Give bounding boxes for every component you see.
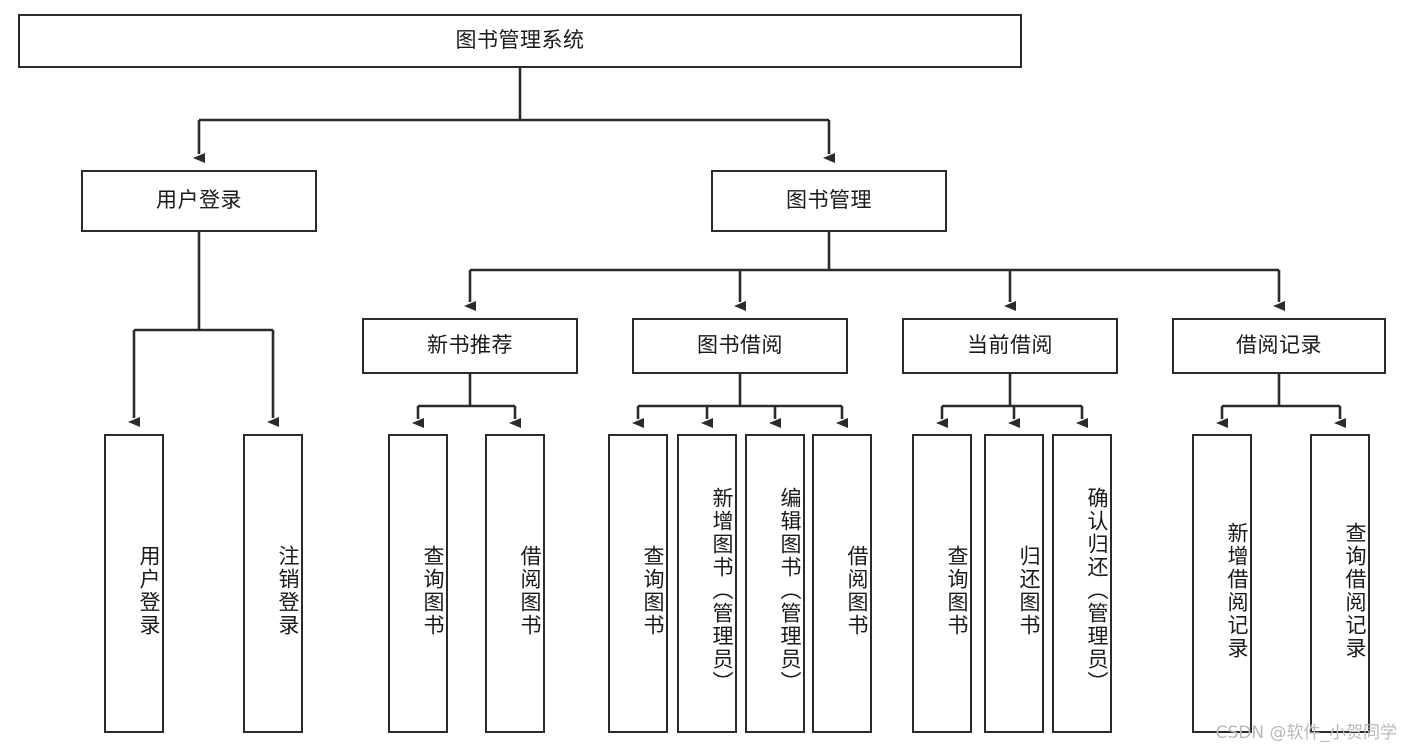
node-borrow-record-label: 借阅记录 bbox=[1236, 333, 1322, 358]
node-new-book-rec-label: 新书推荐 bbox=[427, 333, 513, 358]
node-current-borrow-label: 当前借阅 bbox=[967, 333, 1053, 358]
node-br-add-record[interactable]: 新增借阅记录 bbox=[1192, 434, 1252, 733]
node-bb-borrow-book[interactable]: 借阅图书 bbox=[812, 434, 872, 733]
node-br-query-record[interactable]: 查询借阅记录 bbox=[1310, 434, 1370, 733]
node-bb-query-book-label: 查询图书 bbox=[641, 544, 665, 637]
node-bb-add-book[interactable]: 新增图书（管理员） bbox=[677, 434, 737, 733]
node-user-logout-leaf-label: 注销登录 bbox=[276, 544, 300, 637]
node-bb-add-book-label: 新增图书（管理员） bbox=[710, 487, 734, 694]
node-user-login-label: 用户登录 bbox=[156, 188, 242, 213]
node-bb-edit-book-label: 编辑图书（管理员） bbox=[778, 487, 802, 694]
node-current-borrow[interactable]: 当前借阅 bbox=[902, 318, 1118, 374]
node-cb-return-book[interactable]: 归还图书 bbox=[984, 434, 1044, 733]
node-rec-query-book-label: 查询图书 bbox=[421, 544, 445, 637]
node-user-login-leaf-label: 用户登录 bbox=[137, 544, 161, 637]
node-rec-borrow-book-label: 借阅图书 bbox=[518, 544, 542, 637]
node-cb-query-book-label: 查询图书 bbox=[945, 544, 969, 637]
node-user-login-leaf[interactable]: 用户登录 bbox=[104, 434, 164, 733]
node-borrow-record[interactable]: 借阅记录 bbox=[1172, 318, 1386, 374]
node-br-add-record-label: 新增借阅记录 bbox=[1225, 521, 1249, 660]
node-new-book-rec[interactable]: 新书推荐 bbox=[362, 318, 578, 374]
node-cb-confirm-return-label: 确认归还（管理员） bbox=[1085, 487, 1109, 694]
node-book-manage-label: 图书管理 bbox=[786, 188, 872, 213]
node-bb-query-book[interactable]: 查询图书 bbox=[608, 434, 668, 733]
node-br-query-record-label: 查询借阅记录 bbox=[1343, 521, 1367, 660]
node-root-label: 图书管理系统 bbox=[455, 28, 585, 53]
node-bb-edit-book[interactable]: 编辑图书（管理员） bbox=[745, 434, 805, 733]
node-user-login[interactable]: 用户登录 bbox=[81, 170, 317, 232]
node-book-borrow-label: 图书借阅 bbox=[697, 333, 783, 358]
node-rec-borrow-book[interactable]: 借阅图书 bbox=[485, 434, 545, 733]
node-cb-query-book[interactable]: 查询图书 bbox=[912, 434, 972, 733]
node-cb-return-book-label: 归还图书 bbox=[1017, 544, 1041, 637]
node-root[interactable]: 图书管理系统 bbox=[18, 14, 1022, 68]
node-bb-borrow-book-label: 借阅图书 bbox=[845, 544, 869, 637]
node-rec-query-book[interactable]: 查询图书 bbox=[388, 434, 448, 733]
node-book-borrow[interactable]: 图书借阅 bbox=[632, 318, 848, 374]
node-cb-confirm-return[interactable]: 确认归还（管理员） bbox=[1052, 434, 1112, 733]
node-book-manage[interactable]: 图书管理 bbox=[711, 170, 947, 232]
node-user-logout-leaf[interactable]: 注销登录 bbox=[243, 434, 303, 733]
